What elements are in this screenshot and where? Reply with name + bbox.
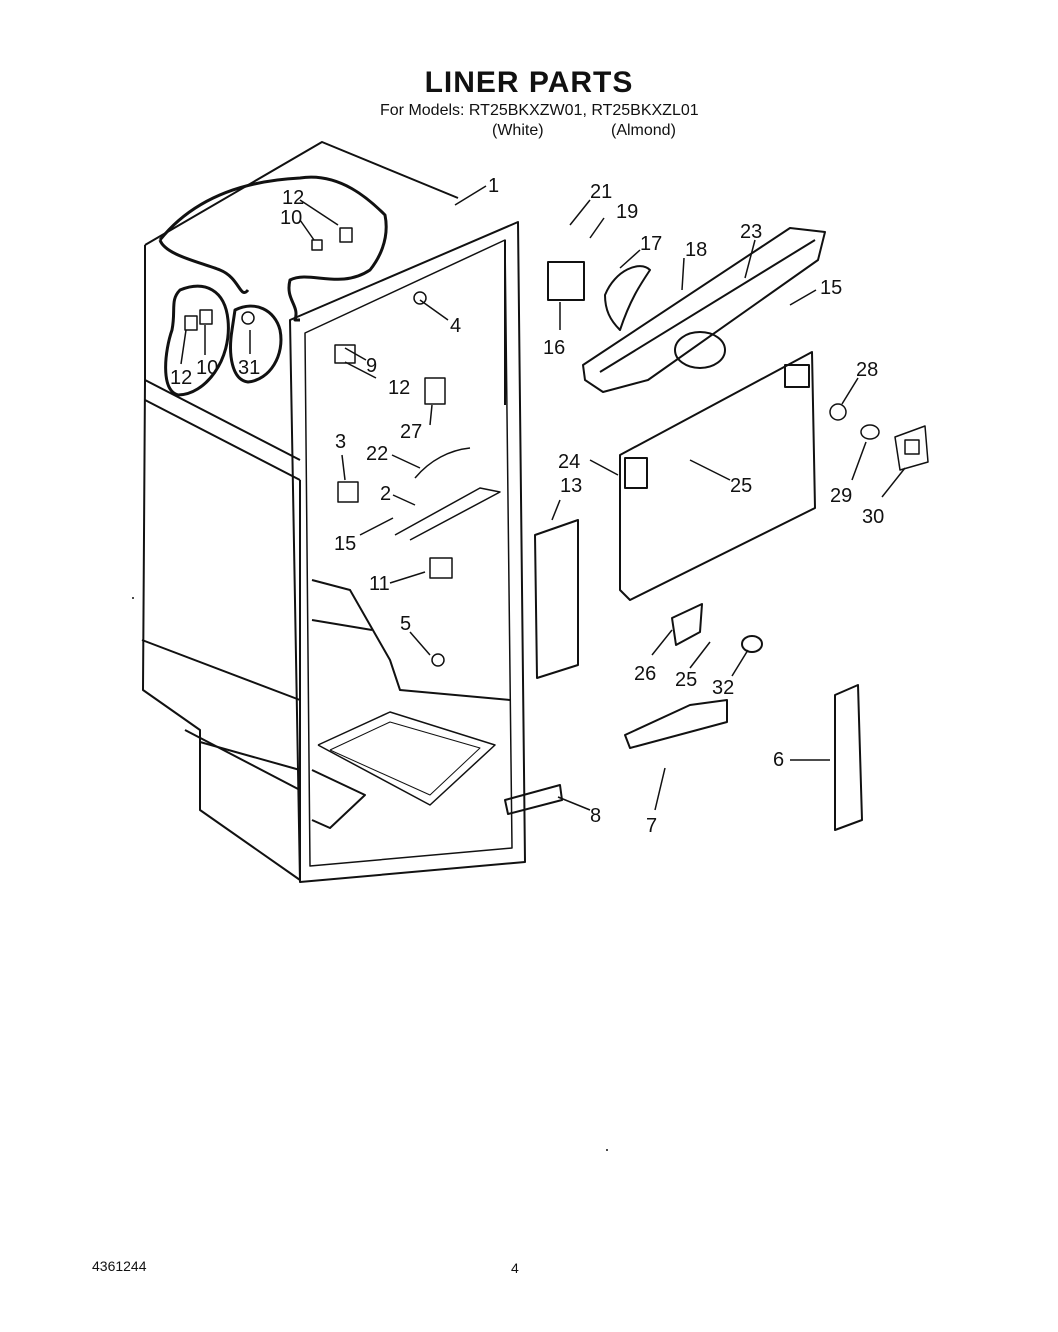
callout-22: 22	[366, 443, 388, 465]
callout-10-top: 10	[280, 207, 302, 229]
light-parts	[829, 403, 929, 471]
callout-12-left: 12	[170, 367, 192, 389]
callout-26: 26	[634, 663, 656, 685]
variant-almond: (Almond)	[611, 122, 676, 139]
callout-15-left: 15	[334, 533, 356, 555]
callout-24: 24	[558, 451, 580, 473]
page-title: LINER PARTS	[424, 66, 634, 99]
callout-25-lower: 25	[675, 669, 697, 691]
evaporator-fan-cover	[547, 227, 826, 393]
callout-32: 32	[712, 677, 734, 699]
liner-front-frame	[289, 221, 526, 883]
callout-16: 16	[543, 337, 565, 359]
small-clips-left	[184, 227, 501, 667]
callout-15-right: 15	[820, 277, 842, 299]
rear-liner-panel	[619, 351, 816, 601]
callout-10-left: 10	[196, 357, 218, 379]
callout-12-top: 12	[282, 187, 304, 209]
callout-6: 6	[773, 749, 784, 771]
callout-28: 28	[856, 359, 878, 381]
callout-18: 18	[685, 239, 707, 261]
callout-11: 11	[369, 573, 390, 595]
page-number: 4	[511, 1260, 519, 1276]
callout-5: 5	[400, 613, 411, 635]
leader-lines	[180, 185, 906, 811]
callout-8: 8	[590, 805, 601, 827]
callout-1: 1	[488, 175, 499, 197]
callout-25-upper: 25	[730, 475, 752, 497]
callout-9: 9	[366, 355, 377, 377]
callout-23: 23	[740, 221, 762, 243]
callout-29: 29	[830, 485, 852, 507]
callout-31: 31	[238, 357, 260, 379]
wiring-outline	[158, 175, 388, 397]
callout-19: 19	[616, 201, 638, 223]
callout-30: 30	[862, 506, 884, 528]
models-line: For Models: RT25BKXZW01, RT25BKXZL01	[380, 102, 699, 119]
callout-13: 13	[560, 475, 582, 497]
callout-2: 2	[380, 483, 391, 505]
callout-7: 7	[646, 815, 657, 837]
document-number: 4361244	[92, 1258, 147, 1274]
callout-12-mid: 12	[388, 377, 410, 399]
callout-3: 3	[335, 431, 346, 453]
callout-27: 27	[400, 421, 422, 443]
panels-lower	[504, 519, 863, 831]
callout-21: 21	[590, 181, 612, 203]
callout-labels: 1 2 3 4 5 6 7 8 9 10 10 11 12 12 12 13 1…	[170, 175, 884, 837]
cabinet-shell	[141, 141, 459, 881]
callout-4: 4	[450, 315, 461, 337]
variant-white: (White)	[492, 122, 544, 139]
callout-17: 17	[640, 233, 662, 255]
